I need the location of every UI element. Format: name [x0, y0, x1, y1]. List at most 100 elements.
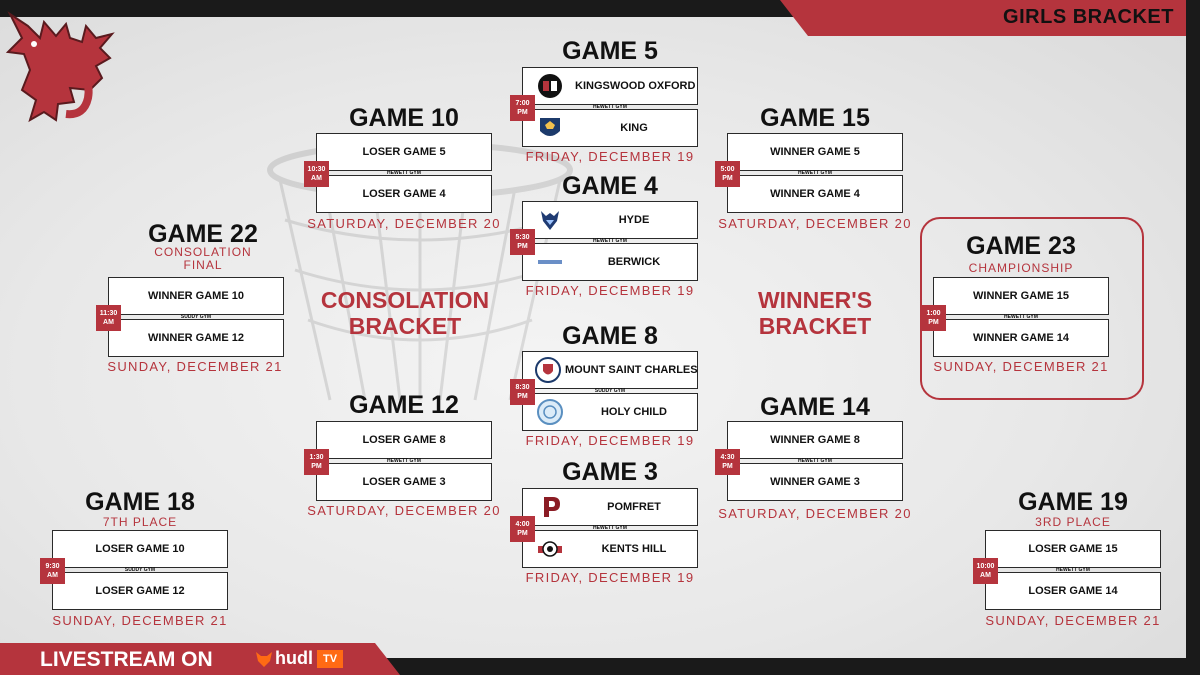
game-8-team-bottom: HOLY CHILD: [522, 393, 698, 431]
game-12-time: 1:30 PM: [304, 449, 329, 475]
game-15-venue: HEWETT GYM: [798, 170, 832, 176]
game-12-title: GAME 12: [349, 391, 459, 419]
game-22-title: GAME 22: [148, 220, 258, 248]
mount-saint-charles-logo: [535, 357, 561, 383]
game-5-team-top-name: KINGSWOOD OXFORD: [575, 80, 696, 92]
game-22-team-bottom: WINNER GAME 12: [108, 319, 284, 357]
game-3-title: GAME 3: [562, 458, 658, 486]
game-8-team-top-name: MOUNT SAINT CHARLES: [565, 364, 698, 376]
game-22-time: 11:30 AM: [96, 305, 121, 331]
game-22-venue: SUDDY GYM: [180, 314, 212, 320]
king-school-logo: [540, 118, 560, 136]
game-10-date: SATURDAY, DECEMBER 20: [307, 216, 501, 231]
game-8-team-top: MOUNT SAINT CHARLES: [522, 351, 698, 389]
game-4-team-bottom: BERWICK: [522, 243, 698, 281]
game-12-team-bottom: LOSER GAME 3: [316, 463, 492, 501]
game-18-team-top: LOSER GAME 10: [52, 530, 228, 568]
game-3-date: FRIDAY, DECEMBER 19: [525, 570, 695, 585]
game-22-date: SUNDAY, DECEMBER 21: [107, 359, 283, 374]
game-23-time: 1:00 PM: [921, 305, 946, 331]
game-3-venue: HEWETT GYM: [593, 525, 627, 531]
game-18-subtitle: 7TH PLACE: [102, 515, 178, 529]
game-23-team-top: WINNER GAME 15: [933, 277, 1109, 315]
page-title: GIRLS BRACKET: [1003, 6, 1174, 28]
game-4-team-top: HYDE: [522, 201, 698, 239]
kents-hill-logo: [538, 541, 562, 557]
game-12-team-top: LOSER GAME 8: [316, 421, 492, 459]
title-banner: [780, 0, 1186, 36]
game-14-venue: HEWETT GYM: [798, 458, 832, 464]
hudl-wordmark: hudl: [275, 648, 313, 668]
game-14-team-bottom: WINNER GAME 3: [727, 463, 903, 501]
game-10-venue: HEWETT GYM: [387, 170, 421, 176]
game-3-time: 4:00 PM: [510, 516, 535, 542]
game-10-team-top: LOSER GAME 5: [316, 133, 492, 171]
game-23-subtitle: CHAMPIONSHIP: [968, 261, 1074, 275]
game-22-team-top: WINNER GAME 10: [108, 277, 284, 315]
game-18-time: 9:30 AM: [40, 558, 65, 584]
hyde-wolf-logo: [541, 211, 559, 230]
game-23-venue: HEWETT GYM: [1004, 314, 1038, 320]
game-10-title: GAME 10: [349, 104, 459, 132]
game-19-date: SUNDAY, DECEMBER 21: [985, 613, 1161, 628]
berwick-logo: [538, 260, 562, 264]
game-5-title: GAME 5: [562, 37, 658, 65]
game-8-time: 8:30 PM: [510, 379, 535, 405]
game-18-title: GAME 18: [85, 488, 195, 516]
game-10-team-bottom: LOSER GAME 4: [316, 175, 492, 213]
game-5-team-bottom: KING: [522, 109, 698, 147]
game-15-team-bottom: WINNER GAME 4: [727, 175, 903, 213]
winners-bracket-text: WINNER'S BRACKET: [757, 287, 873, 339]
game-4-date: FRIDAY, DECEMBER 19: [525, 283, 695, 298]
game-12-venue: HEWETT GYM: [387, 458, 421, 464]
game-15-title: GAME 15: [760, 104, 870, 132]
game-23-team-bottom: WINNER GAME 14: [933, 319, 1109, 357]
holy-child-logo: [537, 399, 563, 425]
game-4-team-top-name: HYDE: [618, 214, 650, 226]
game-3-team-bottom-name: KENTS HILL: [601, 543, 667, 555]
game-18-team-bottom: LOSER GAME 12: [52, 572, 228, 610]
game-19-title: GAME 19: [1018, 488, 1128, 516]
game-4-venue: HEWETT GYM: [593, 238, 627, 244]
game-15-team-top: WINNER GAME 5: [727, 133, 903, 171]
game-19-venue: HEWETT GYM: [1056, 567, 1090, 573]
game-19-team-top: LOSER GAME 15: [985, 530, 1161, 568]
game-19-time: 10:00 AM: [973, 558, 998, 584]
winners-bracket-label: WINNER'S BRACKET: [740, 287, 890, 339]
dragon-logo: [5, 11, 115, 123]
livestream-text: LIVESTREAM ON: [40, 648, 213, 671]
game-19-team-bottom: LOSER GAME 14: [985, 572, 1161, 610]
game-15-date: SATURDAY, DECEMBER 20: [718, 216, 912, 231]
game-8-venue: SUDDY GYM: [594, 388, 626, 394]
kingswood-oxford-logo: [538, 74, 562, 98]
game-5-time: 7:00 PM: [510, 95, 535, 121]
game-14-time: 4:30 PM: [715, 449, 740, 475]
game-12-date: SATURDAY, DECEMBER 20: [307, 503, 501, 518]
consolation-bracket-label: CONSOLATION BRACKET: [312, 287, 498, 339]
game-4-time: 5:30 PM: [510, 229, 535, 255]
pomfret-p-logo: [544, 497, 560, 517]
game-10-time: 10:30 AM: [304, 161, 329, 187]
game-3-team-bottom: KENTS HILL: [522, 530, 698, 568]
game-8-team-bottom-name: HOLY CHILD: [600, 406, 667, 418]
game-4-title: GAME 4: [562, 172, 658, 200]
game-5-team-top: KINGSWOOD OXFORD: [522, 67, 698, 105]
game-14-date: SATURDAY, DECEMBER 20: [718, 506, 912, 521]
game-8-date: FRIDAY, DECEMBER 19: [525, 433, 695, 448]
game-23-title: GAME 23: [966, 232, 1076, 260]
game-18-venue: SUDDY GYM: [124, 567, 156, 573]
game-15-time: 5:00 PM: [715, 161, 740, 187]
game-14-title: GAME 14: [760, 393, 870, 421]
game-5-venue: HEWETT GYM: [593, 104, 627, 110]
game-3-team-top: POMFRET: [522, 488, 698, 526]
game-4-team-bottom-name: BERWICK: [607, 256, 661, 268]
game-19-subtitle: 3RD PLACE: [1035, 515, 1111, 529]
game-5-date: FRIDAY, DECEMBER 19: [525, 149, 695, 164]
game-22-subtitle: CONSOLATION FINAL: [154, 245, 252, 272]
game-8-title: GAME 8: [562, 322, 658, 350]
hudl-tv-badge: TV: [317, 650, 343, 668]
game-5-team-bottom-name: KING: [620, 122, 648, 134]
hudl-fox-icon: [256, 652, 272, 667]
right-frame-bar: [1186, 0, 1200, 675]
consolation-bracket-text: CONSOLATION BRACKET: [320, 287, 490, 339]
